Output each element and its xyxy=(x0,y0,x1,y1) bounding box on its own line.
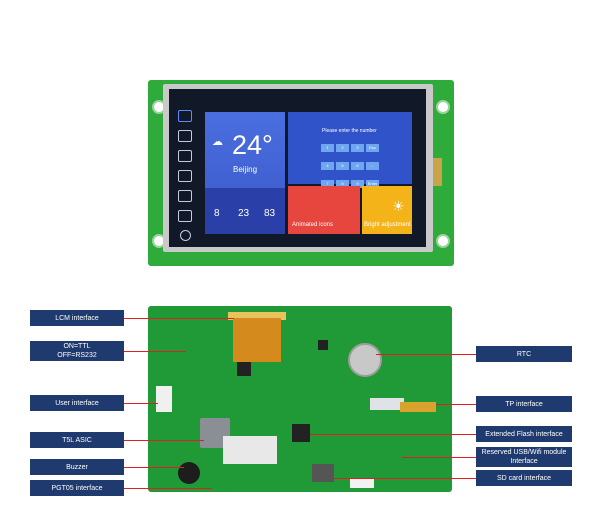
video-icon xyxy=(178,190,192,202)
weather-city: Beijing xyxy=(233,165,258,174)
leader-line xyxy=(124,403,158,404)
mount-hole xyxy=(436,100,450,114)
weather-temp: 24° xyxy=(232,130,273,160)
barcode-sticker xyxy=(223,436,277,464)
label-sd-card: SD card interface xyxy=(476,470,572,486)
weather-value-2: 23 xyxy=(238,208,250,219)
component-bar xyxy=(350,478,374,488)
buzzer xyxy=(178,462,200,484)
label-lcm-interface: LCM interface xyxy=(30,310,124,326)
label-user-interface: User interface xyxy=(30,395,124,411)
brightness-icon xyxy=(179,230,191,241)
numpad-key[interactable]: 2 xyxy=(336,144,349,152)
image-icon xyxy=(178,210,192,222)
label-pgt05: PGT05 interface xyxy=(30,480,124,496)
sd-card-slot xyxy=(312,464,334,482)
numpad-key[interactable]: Esc xyxy=(366,144,379,152)
numpad-key[interactable]: 9 xyxy=(351,180,364,188)
label-t5l-asic: T5L ASIC xyxy=(30,432,124,448)
weather-stats xyxy=(205,188,285,234)
animated-icons-tile[interactable] xyxy=(288,186,360,234)
ic-chip xyxy=(237,362,251,376)
leader-line xyxy=(436,404,476,405)
mount-hole xyxy=(436,234,450,248)
tp-connector xyxy=(400,402,436,412)
numpad-key[interactable]: Enter xyxy=(366,180,379,188)
animated-icons-label: Animated icons xyxy=(292,222,334,228)
document-icon xyxy=(178,170,192,182)
ic-chip xyxy=(318,340,328,350)
flash-chip xyxy=(292,424,310,442)
numpad-key[interactable]: 6 xyxy=(351,162,364,170)
leader-line xyxy=(334,478,476,479)
weather-value-3: 83 xyxy=(264,208,276,219)
numpad-key[interactable]: 4 xyxy=(321,162,334,170)
lcm-flex-cable xyxy=(233,318,281,362)
brightness-label: Bright adjustment xyxy=(364,222,411,228)
leader-line xyxy=(124,467,184,468)
home-icon xyxy=(178,110,192,122)
leader-line xyxy=(402,457,476,458)
label-flash-interface: Extended Flash interface xyxy=(476,426,572,442)
label-tp-interface: TP interface xyxy=(476,396,572,412)
usb-connector xyxy=(370,398,404,410)
leader-line xyxy=(124,351,186,352)
label-usb-wifi: Reserved USB/Wifi module Interface xyxy=(476,447,572,467)
lcm-connector xyxy=(228,312,286,320)
rtc-battery xyxy=(348,343,382,377)
sun-icon: ☀ xyxy=(392,198,405,214)
weather-value-1: 8 xyxy=(214,208,220,219)
screen-sidebar xyxy=(171,110,199,241)
numpad-key[interactable]: ← xyxy=(366,162,379,170)
leader-line xyxy=(124,488,212,489)
leader-line xyxy=(124,318,234,319)
label-ttl-rs232: ON=TTL OFF=RS232 xyxy=(30,341,124,361)
label-rtc: RTC xyxy=(476,346,572,362)
numpad-key[interactable]: 7 xyxy=(321,180,334,188)
side-connector xyxy=(432,158,442,186)
numpad-tile xyxy=(288,112,412,184)
numpad-key[interactable]: 3 xyxy=(351,144,364,152)
leader-line xyxy=(376,354,476,355)
leader-line xyxy=(310,434,476,435)
numpad-key[interactable]: 8 xyxy=(336,180,349,188)
numpad-title: Please enter the number xyxy=(322,128,377,134)
numpad-key[interactable]: 5 xyxy=(336,162,349,170)
numpad-key[interactable]: 1 xyxy=(321,144,334,152)
screen-icon xyxy=(178,130,192,142)
leader-line xyxy=(124,440,204,441)
user-connector xyxy=(156,386,172,412)
settings-icon xyxy=(178,150,192,162)
brightness-tile[interactable] xyxy=(362,186,412,234)
cloud-icon: ☁ xyxy=(212,136,223,148)
label-buzzer: Buzzer xyxy=(30,459,124,475)
